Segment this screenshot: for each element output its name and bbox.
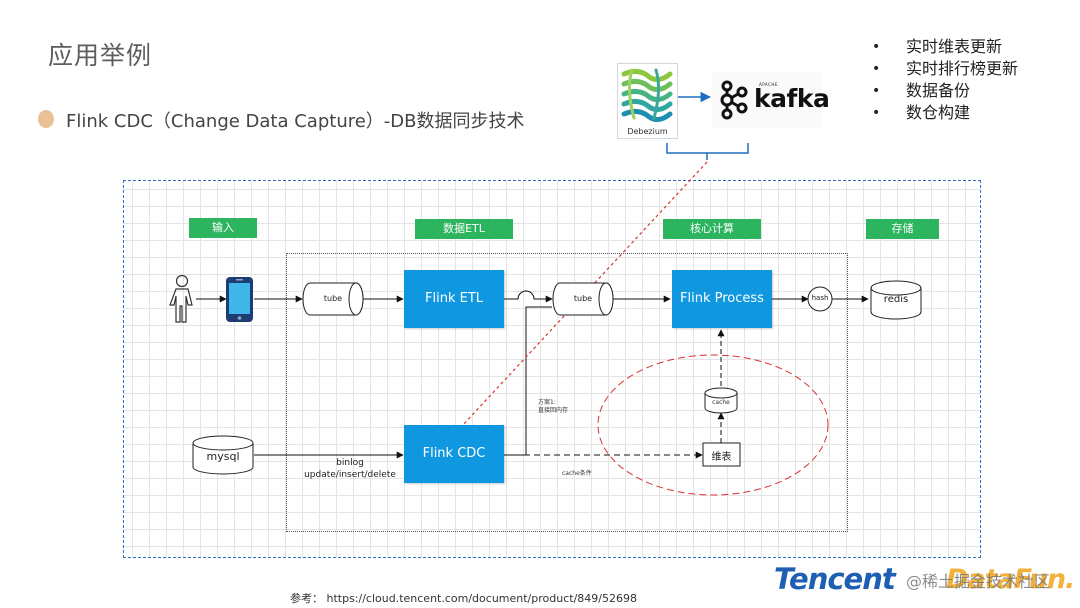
processing-boundary xyxy=(286,253,848,532)
reference-link[interactable]: 参考： https://cloud.tencent.com/document/p… xyxy=(290,592,637,605)
mysql-label: mysql xyxy=(206,450,240,463)
tube-2 xyxy=(552,282,614,316)
binlog-ops-label: update/insert/delete xyxy=(304,470,396,480)
cache-condition-label: cache条件 xyxy=(562,470,592,477)
redis-label: redis xyxy=(883,294,909,305)
tube-1-label: tube xyxy=(323,294,343,303)
flink-etl-node: Flink ETL xyxy=(404,270,504,328)
dim-table-box xyxy=(702,442,741,467)
subtitle: Flink CDC（Change Data Capture）-DB数据同步技术 xyxy=(66,111,525,132)
architecture-diagram xyxy=(123,180,981,558)
highlight-ellipse xyxy=(597,354,829,496)
kafka-icon xyxy=(720,80,748,120)
dim-table-label: 维表 xyxy=(711,452,732,463)
header-input: 输入 xyxy=(189,218,257,238)
use-case-list: 实时维表更新 实时排行榜更新 数据备份 数仓构建 xyxy=(870,36,1018,124)
logo-bracket xyxy=(666,143,749,160)
cache-label: cache xyxy=(712,399,730,406)
header-storage: 存储 xyxy=(866,219,939,239)
tube-2-label: tube xyxy=(573,294,593,303)
tencent-logo: Tencent xyxy=(774,562,896,596)
redis-db xyxy=(870,280,922,320)
use-case-item: 实时维表更新 xyxy=(870,36,1018,58)
cache-store xyxy=(704,387,738,414)
datafun-logo: DataFun. xyxy=(946,564,1075,595)
use-case-item: 实时排行榜更新 xyxy=(870,58,1018,80)
kafka-logo: APACHE kafka xyxy=(712,72,830,128)
use-case-item: 数据备份 xyxy=(870,80,1018,102)
hash-node xyxy=(807,286,833,312)
use-case-item: 数仓构建 xyxy=(870,102,1018,124)
header-etl: 数据ETL xyxy=(415,219,513,239)
user-icon xyxy=(169,274,193,323)
phone-icon xyxy=(226,277,253,322)
tube-1 xyxy=(302,282,364,316)
hash-label: hash xyxy=(811,294,829,302)
bullet-dot xyxy=(38,110,54,128)
header-compute: 核心计算 xyxy=(663,219,761,239)
kafka-wordmark: kafka xyxy=(754,84,830,113)
mysql-db xyxy=(192,435,254,475)
binlog-label: binlog xyxy=(336,458,364,468)
debezium-icon xyxy=(621,68,673,122)
watermark: @稀土掘金技术社区 xyxy=(906,572,1051,591)
flink-process-node: Flink Process xyxy=(672,270,772,328)
option-label: 方案1: xyxy=(538,399,556,406)
option-detail-label: 直接回内存 xyxy=(538,407,569,414)
flink-cdc-node: Flink CDC xyxy=(404,425,504,483)
page-title: 应用举例 xyxy=(48,41,153,70)
debezium-logo: Debezium xyxy=(617,63,678,139)
debezium-label: Debezium xyxy=(627,127,668,136)
kafka-apache-label: APACHE xyxy=(759,82,778,87)
